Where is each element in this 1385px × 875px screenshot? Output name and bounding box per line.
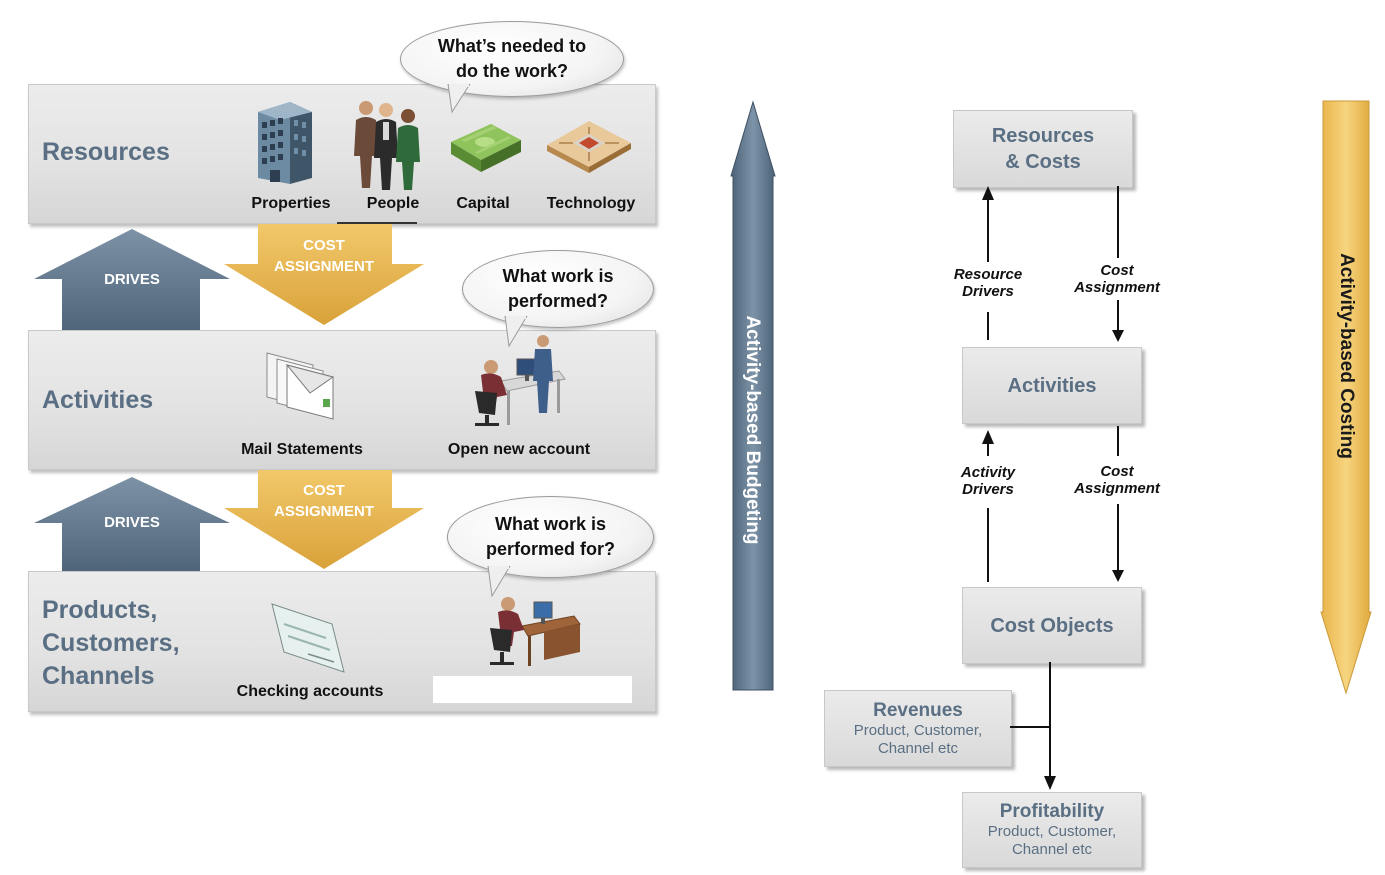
resources-title: Resources	[42, 138, 170, 166]
edge-resource-drivers-line-2: Drivers	[962, 283, 1014, 300]
box-revenues-title: Revenues	[873, 699, 963, 721]
box-profitability-sub-1: Product, Customer,	[987, 823, 1117, 840]
edge-cost-assignment-1: Cost Assignment	[1074, 262, 1160, 296]
edge-activity-drivers-line-2: Drivers	[962, 481, 1014, 498]
box-cost-objects: Cost Objects	[962, 587, 1142, 664]
edge-cost-assignment-1-line-2: Assignment	[1074, 279, 1160, 296]
bubble-what-work-performed-line-1: What work is	[502, 266, 614, 286]
box-resources-costs-line-2: & Costs	[1005, 151, 1081, 173]
caption-properties: Properties	[251, 195, 331, 212]
products-title-line-1: Products,	[42, 596, 158, 624]
computer-chip-icon	[547, 121, 631, 173]
bubble-whats-needed-line-2: do the work?	[456, 61, 568, 81]
envelopes-icon	[266, 352, 335, 420]
box-profitability-title: Profitability	[999, 801, 1105, 822]
edge-cost-assignment-2-line-2: Assignment	[1074, 480, 1160, 497]
edge-cost-assignment-2-line-1: Cost	[1100, 463, 1134, 480]
bubble-what-work-performed: What work is performed?	[462, 250, 654, 328]
caption-checking-accounts: Checking accounts	[236, 683, 384, 700]
building-icon	[258, 102, 312, 184]
costing-arrow	[1320, 100, 1372, 695]
activities-title: Activities	[42, 386, 154, 414]
blank-caption-box	[433, 676, 632, 703]
edge-activity-drivers-line-1: Activity	[960, 464, 1016, 481]
cost-assignment-arrow-2	[224, 470, 424, 569]
box-activities-label: Activities	[1007, 374, 1097, 397]
check-icon	[271, 603, 345, 673]
cost-assignment-label-2-line-2: ASSIGNMENT	[273, 503, 374, 520]
bubble-whats-needed-tail	[447, 84, 471, 114]
box-resources-costs-line-1: Resources	[991, 125, 1095, 147]
box-revenues-sub-2: Channel etc	[877, 739, 959, 757]
costing-label: Activity-based Costing	[1336, 253, 1357, 459]
bubble-whats-needed: What’s needed to do the work?	[400, 21, 624, 97]
products-title-line-3: Channels	[42, 662, 155, 690]
resources-band: Resources	[28, 84, 656, 224]
box-profitability: Profitability Product, Customer, Channel…	[962, 792, 1142, 868]
activities-band: Activities	[28, 330, 656, 470]
drives-arrow-1	[34, 229, 230, 330]
edge-cost-assignment-2: Cost Assignment	[1074, 463, 1160, 497]
cost-assignment-label-1: COST ASSIGNMENT	[250, 235, 398, 277]
cost-assignment-label-2: COST ASSIGNMENT	[250, 480, 398, 522]
products-title-line-2: Customers,	[42, 629, 180, 657]
cost-assignment-arrow-1	[224, 224, 424, 325]
cost-assignment-label-1-line-1: COST	[303, 237, 345, 254]
caption-technology: Technology	[546, 195, 636, 212]
bubble-whats-needed-line-1: What’s needed to	[437, 36, 587, 56]
bubble-what-work-performed-for-tail	[487, 566, 511, 598]
bubble-what-work-performed-tail	[504, 316, 528, 348]
people-icon	[354, 101, 420, 190]
box-cost-objects-label: Cost Objects	[990, 614, 1114, 637]
drives-arrow-2	[34, 477, 230, 571]
bubble-what-work-performed-for-line-2: performed for?	[485, 539, 615, 559]
caption-open-new-account: Open new account	[447, 441, 591, 458]
office-worker-desk-icon	[490, 597, 581, 666]
edge-cost-assignment-1-line-1: Cost	[1100, 262, 1134, 279]
edge-activity-drivers: Activity Drivers	[961, 464, 1015, 498]
box-resources-costs: Resources & Costs	[953, 110, 1133, 188]
resources-underline	[337, 222, 417, 224]
drives-label-1: DRIVES	[104, 271, 160, 288]
caption-people: People	[366, 195, 420, 212]
edge-resource-drivers-line-1: Resource	[953, 266, 1023, 283]
money-icon	[451, 124, 521, 172]
box-activities: Activities	[962, 347, 1142, 424]
edge-resource-drivers: Resource Drivers	[954, 266, 1022, 300]
box-revenues-sub-1: Product, Customer,	[853, 721, 983, 739]
cost-assignment-label-2-line-1: COST	[303, 482, 345, 499]
office-worker-icon	[475, 335, 566, 426]
cost-assignment-label-1-line-2: ASSIGNMENT	[273, 258, 374, 275]
drives-label-2: DRIVES	[104, 514, 160, 531]
box-revenues: Revenues Product, Customer, Channel etc	[824, 690, 1012, 767]
budgeting-arrow	[730, 100, 776, 691]
bubble-what-work-performed-line-2: performed?	[507, 291, 608, 311]
box-profitability-sub-2: Channel etc	[1011, 841, 1093, 858]
caption-capital: Capital	[456, 195, 510, 212]
bubble-what-work-performed-for-line-1: What work is	[494, 514, 606, 534]
bubble-what-work-performed-for: What work is performed for?	[447, 496, 654, 578]
caption-mail-statements: Mail Statements	[241, 441, 363, 458]
